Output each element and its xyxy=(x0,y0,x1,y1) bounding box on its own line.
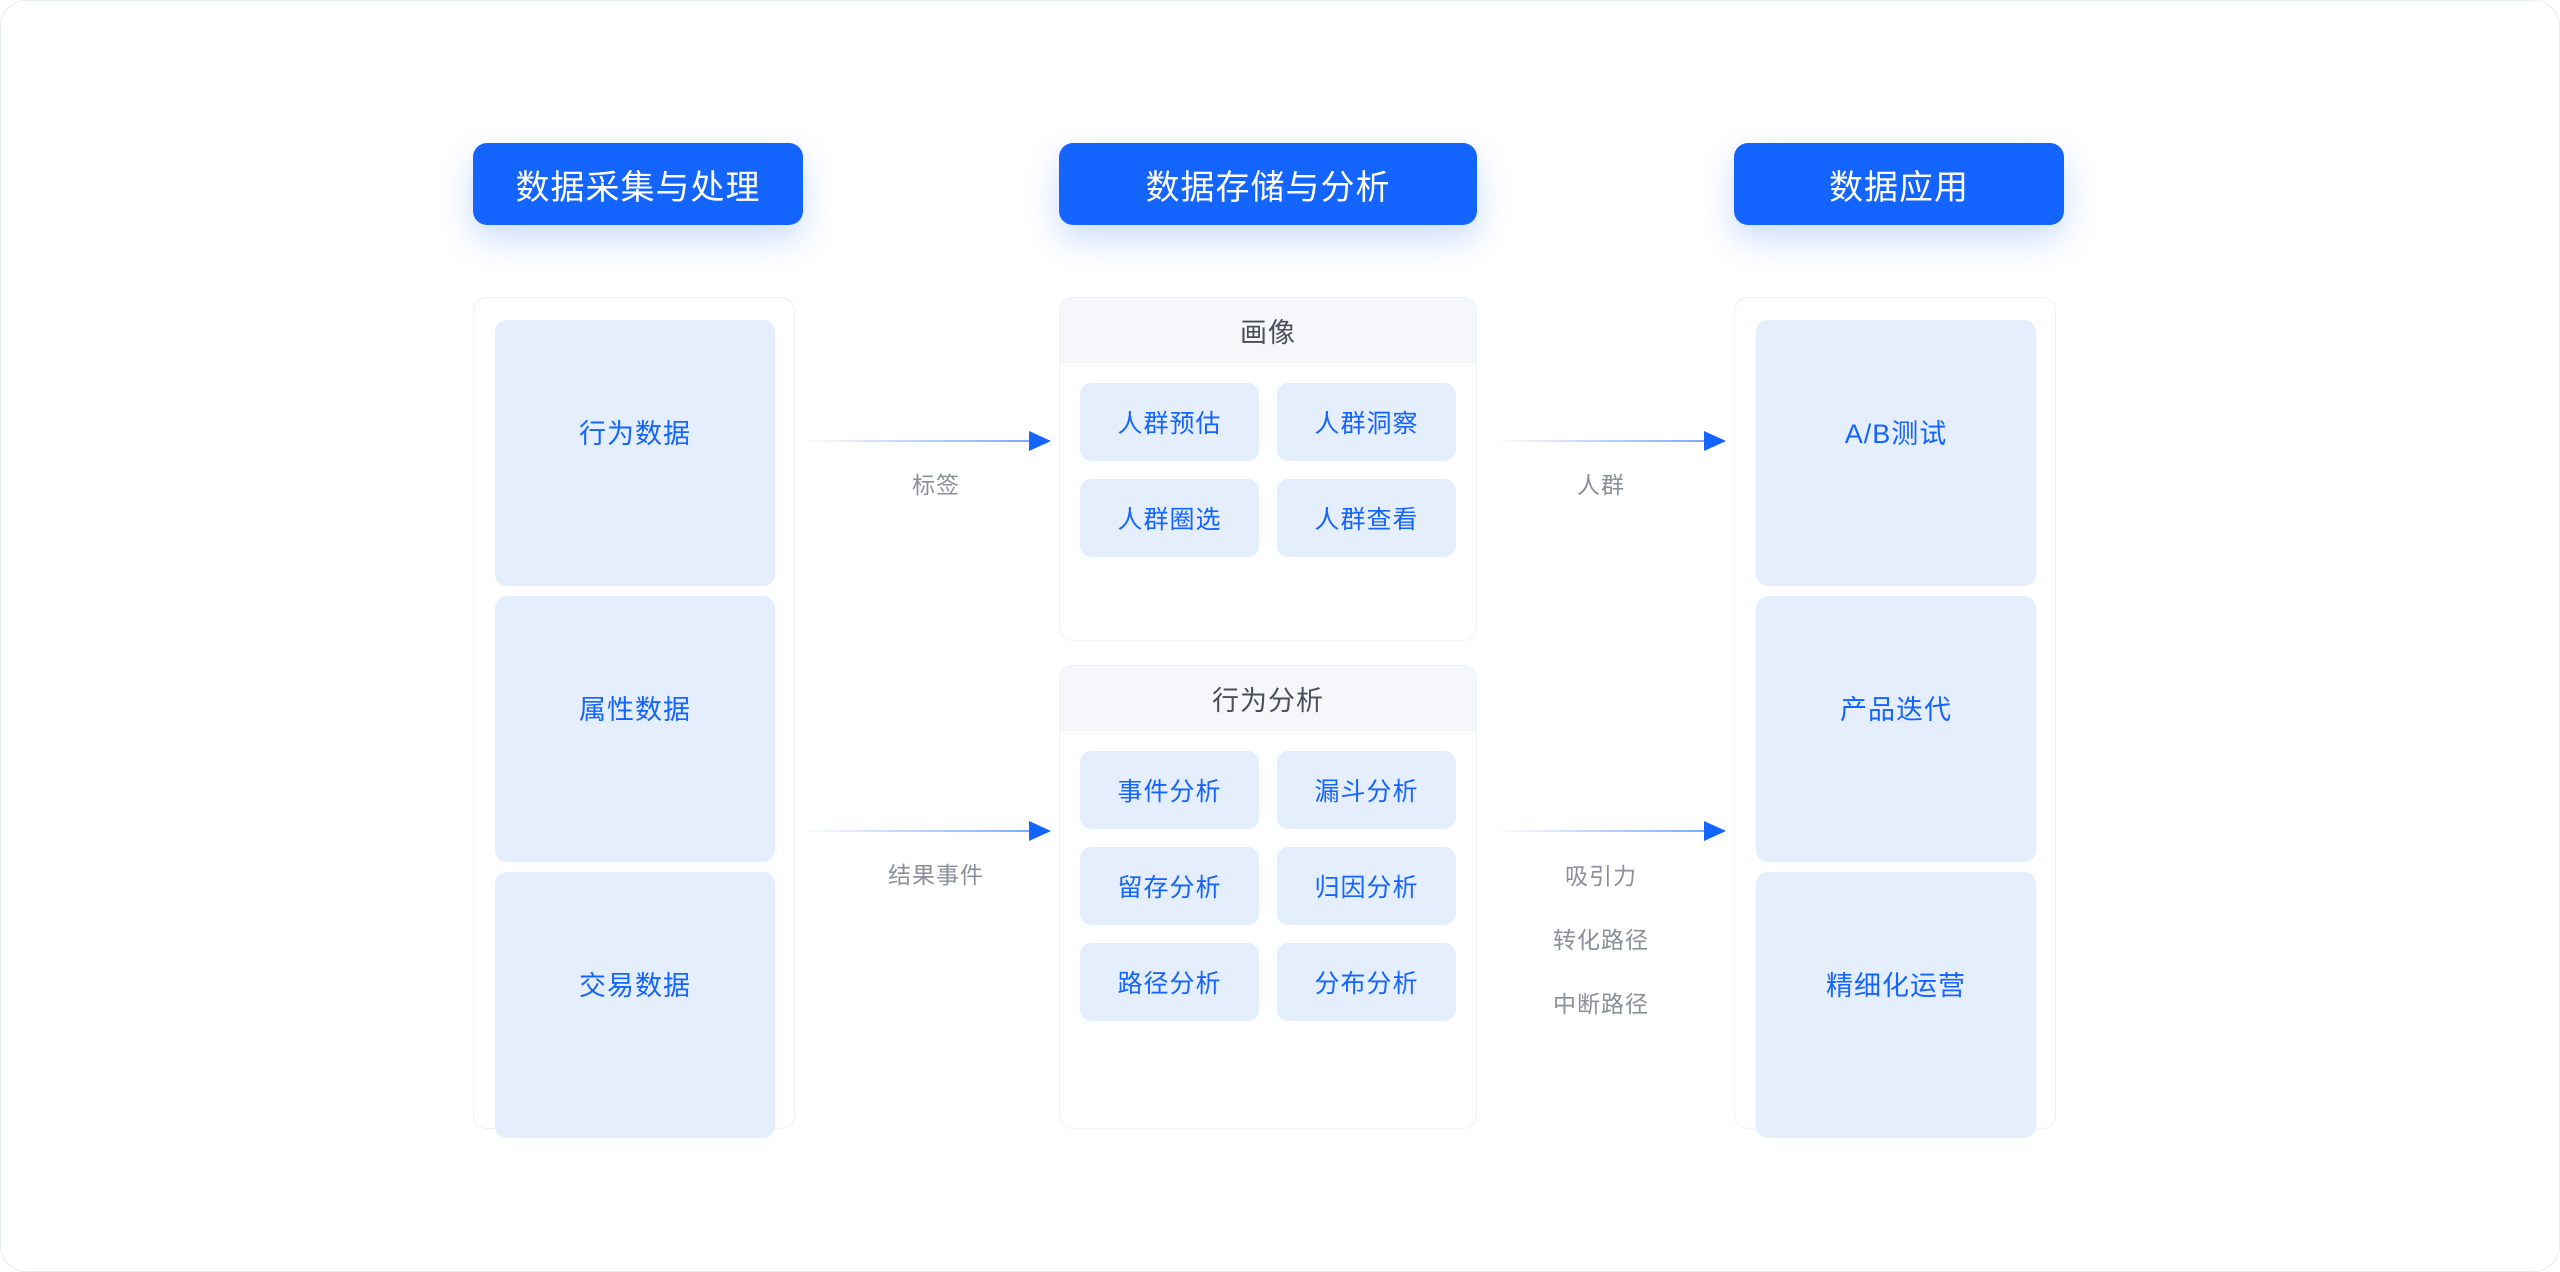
arrow-caption-crowd: 人群 xyxy=(1577,472,1625,498)
chip-label: 人群洞察 xyxy=(1314,410,1419,438)
arrow-collect-to-portrait-icon xyxy=(806,431,1051,451)
chip-label: 人群预估 xyxy=(1117,410,1222,438)
chip-label: 留存分析 xyxy=(1117,874,1222,902)
chip-crowd-view[interactable]: 人群查看 xyxy=(1277,479,1456,557)
chip-retention-analysis[interactable]: 留存分析 xyxy=(1080,847,1259,925)
chip-label: 事件分析 xyxy=(1117,778,1222,806)
section-portrait: 画像 人群预估 人群洞察 人群圈选 人群查看 xyxy=(1059,297,1477,641)
section-behavior-grid: 事件分析 漏斗分析 留存分析 归因分析 路径分析 分布分析 xyxy=(1060,731,1476,1041)
arrow-head xyxy=(1029,431,1051,451)
chip-crowd-insight[interactable]: 人群洞察 xyxy=(1277,383,1456,461)
section-portrait-title: 画像 xyxy=(1240,317,1296,348)
chip-label: 人群圈选 xyxy=(1117,506,1222,534)
section-behavior-analysis: 行为分析 事件分析 漏斗分析 留存分析 归因分析 路径分析 分布分析 xyxy=(1059,665,1477,1129)
column-apply: A/B测试 产品迭代 精细化运营 xyxy=(1734,297,2056,1138)
arrow-caption-tag: 标签 xyxy=(912,472,960,498)
arrow-head xyxy=(1704,821,1726,841)
arrow-head xyxy=(1704,431,1726,451)
tile-attribute-data[interactable]: 属性数据 xyxy=(495,596,775,862)
chip-crowd-estimate[interactable]: 人群预估 xyxy=(1080,383,1259,461)
column-header-collect-label: 数据采集与处理 xyxy=(515,168,761,207)
arrow-shaft xyxy=(1501,440,1706,442)
tile-label: 精细化运营 xyxy=(1826,970,1966,1001)
arrow-caption-conversion-path: 转化路径 xyxy=(1553,927,1649,953)
column-header-apply[interactable]: 数据应用 xyxy=(1734,143,2064,225)
column-header-collect[interactable]: 数据采集与处理 xyxy=(473,143,803,225)
arrow-head xyxy=(1029,821,1051,841)
tile-refined-operation[interactable]: 精细化运营 xyxy=(1756,872,2036,1138)
column-collect: 行为数据 属性数据 交易数据 xyxy=(473,297,795,1138)
chip-label: 分布分析 xyxy=(1314,970,1419,998)
arrow-caption-interrupt-path: 中断路径 xyxy=(1553,991,1649,1017)
arrow-caption-attraction: 吸引力 xyxy=(1565,863,1637,889)
arrow-behavior-to-apply-icon xyxy=(1501,821,1726,841)
section-portrait-grid: 人群预估 人群洞察 人群圈选 人群查看 xyxy=(1060,363,1476,577)
column-header-apply-label: 数据应用 xyxy=(1829,168,1969,207)
arrow-caption-result-event: 结果事件 xyxy=(888,862,984,888)
arrow-collect-to-behavior-icon xyxy=(806,821,1051,841)
chip-label: 漏斗分析 xyxy=(1314,778,1419,806)
chip-funnel-analysis[interactable]: 漏斗分析 xyxy=(1277,751,1456,829)
column-header-store-label: 数据存储与分析 xyxy=(1145,168,1391,207)
column-header-store[interactable]: 数据存储与分析 xyxy=(1059,143,1477,225)
arrow-shaft xyxy=(1501,830,1706,832)
tile-label: A/B测试 xyxy=(1844,418,1948,449)
arrow-shaft xyxy=(806,830,1031,832)
arrow-shaft xyxy=(806,440,1031,442)
section-portrait-title-bar: 画像 xyxy=(1060,298,1476,363)
tile-behavior-data[interactable]: 行为数据 xyxy=(495,320,775,586)
chip-label: 归因分析 xyxy=(1314,874,1419,902)
tile-label: 产品迭代 xyxy=(1840,694,1952,725)
chip-label: 路径分析 xyxy=(1117,970,1222,998)
chip-attribution-analysis[interactable]: 归因分析 xyxy=(1277,847,1456,925)
tile-transaction-data[interactable]: 交易数据 xyxy=(495,872,775,1138)
tile-label: 行为数据 xyxy=(579,418,691,449)
arrow-portrait-to-apply-icon xyxy=(1501,431,1726,451)
tile-label: 属性数据 xyxy=(579,694,691,725)
chip-event-analysis[interactable]: 事件分析 xyxy=(1080,751,1259,829)
section-behavior-title: 行为分析 xyxy=(1212,685,1324,716)
chip-label: 人群查看 xyxy=(1314,506,1419,534)
tile-ab-test[interactable]: A/B测试 xyxy=(1756,320,2036,586)
chip-crowd-selection[interactable]: 人群圈选 xyxy=(1080,479,1259,557)
tile-label: 交易数据 xyxy=(579,970,691,1001)
tile-product-iteration[interactable]: 产品迭代 xyxy=(1756,596,2036,862)
section-behavior-title-bar: 行为分析 xyxy=(1060,666,1476,731)
chip-distribution-analysis[interactable]: 分布分析 xyxy=(1277,943,1456,1021)
chip-path-analysis[interactable]: 路径分析 xyxy=(1080,943,1259,1021)
